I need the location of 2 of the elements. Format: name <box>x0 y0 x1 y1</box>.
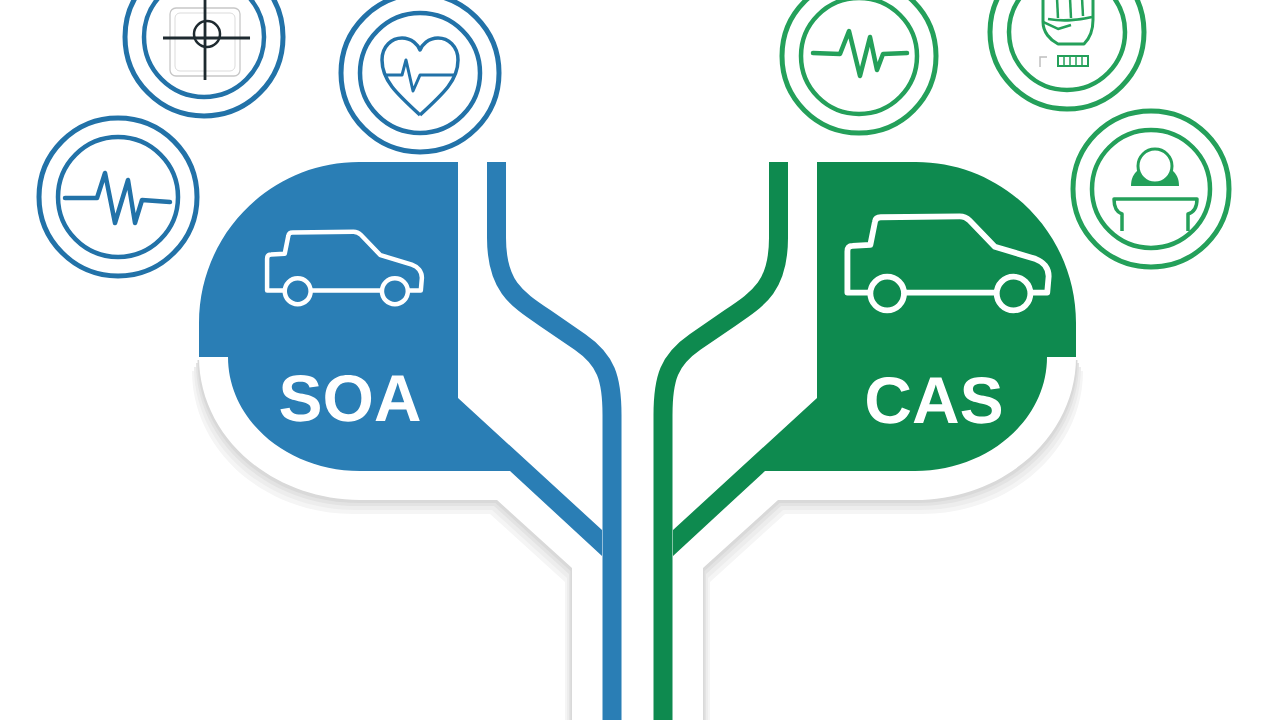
speech-bubble: SOA <box>199 162 602 556</box>
speech-bubble: CAS <box>673 162 1076 556</box>
